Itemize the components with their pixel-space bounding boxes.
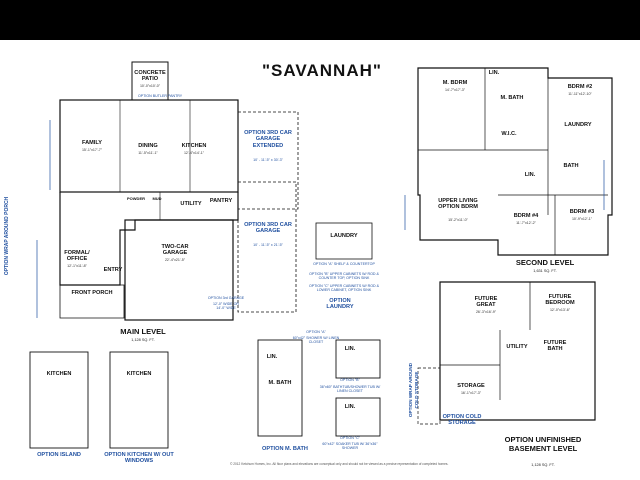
- wrap-porch-option: OPTION WRAP AROUND PORCH: [4, 196, 10, 276]
- family-label: FAMILY: [82, 140, 102, 146]
- wic-label: W.I.C.: [501, 131, 517, 137]
- mbath-lin-b: LIN.: [344, 346, 356, 352]
- mud-label: MUD: [152, 196, 162, 201]
- mbath-lin-c: LIN.: [344, 404, 356, 410]
- bath-label-2: BATH: [563, 163, 579, 169]
- third-garage-label: OPTION 3rd GARAGE: [207, 296, 245, 300]
- two-car-garage-dim: 22'-4"x21'-5": [164, 258, 186, 262]
- entry-label: ENTRY: [103, 267, 123, 273]
- laundry-label-2: LAUNDRY: [564, 122, 592, 128]
- basement-area: 1,128 SQ. FT.: [531, 463, 555, 467]
- main-level-caption: MAIN LEVEL: [120, 327, 166, 336]
- future-bedroom-label: FUTURE BEDROOM: [545, 294, 575, 306]
- laundry-option-note-b: OPTION "B" UPPER CABINETS W/ ROD & COUNT…: [309, 272, 379, 280]
- mbath-note-c: 60"x42" SOAKER TUB W/ 36"x36" SHOWER: [322, 442, 378, 450]
- dining-label: DINING: [138, 143, 158, 149]
- mbath-label-b: OPTION "B": [340, 378, 360, 382]
- m-bath-label: M. BATH: [500, 95, 524, 101]
- formal-office-dim: 12'-1"x11'-8": [67, 264, 87, 268]
- third-car-option: OPTION 3RD CAR GARAGE: [244, 222, 292, 235]
- lin-label: LIN.: [488, 70, 500, 76]
- concrete-patio-dim: 10'-0"x10'-0": [139, 84, 161, 88]
- bdrm2-label: BDRM #2: [567, 84, 593, 90]
- mbath-lin-a: LIN.: [266, 354, 278, 360]
- mbath-room-a: M. BATH: [268, 380, 292, 386]
- third-garage-dim: 12'-0" WIDE OR 14'-0" WIDE: [213, 302, 239, 310]
- wrap-cold-storage-option: OPTION WRAP AROUND COLD STORAGE: [408, 362, 420, 418]
- plan-title: "SAVANNAH": [262, 61, 382, 80]
- copyright-footer: © 2012 Ketchum Homes, Inc. All floor pla…: [230, 462, 449, 466]
- bdrm2-dim: 11'-11"x12'-10": [568, 92, 592, 96]
- utility-label: UTILITY: [180, 201, 202, 207]
- bdrm4-label: BDRM #4: [513, 213, 539, 219]
- cold-storage-option: OPTION COLD STORAGE: [442, 414, 482, 427]
- future-bath-label: FUTURE BATH: [543, 340, 567, 352]
- family-dim: 15'-1"x17'-7": [81, 148, 103, 152]
- m-bdrm-dim: 14'-7"x17'-3": [444, 88, 466, 92]
- upper-living-dim: 15'-2"x11'-0": [448, 218, 468, 222]
- pantry-label: PANTRY: [209, 198, 233, 204]
- butlers-pantry-option: OPTION BUTLER PANTRY: [138, 94, 183, 98]
- laundry-option-note-a: OPTION "A" SHELF & COUNTERTOP: [313, 262, 375, 266]
- bdrm3-label: BDRM #3: [569, 209, 595, 215]
- third-car-dim: 10' - 11'-5" x 21'-5": [253, 243, 283, 247]
- laundry-option-caption: OPTION LAUNDRY: [326, 298, 354, 311]
- kitchen-label: KITCHEN: [181, 143, 207, 149]
- laundry-option-room: LAUNDRY: [330, 233, 358, 239]
- option-island-kitchen: KITCHEN: [46, 371, 72, 377]
- mbath-label-c: OPTION "C": [340, 436, 360, 440]
- basement-caption: OPTION UNFINISHED BASEMENT LEVEL: [504, 435, 582, 453]
- two-car-garage-label: TWO-CAR GARAGE: [161, 244, 189, 256]
- second-level-caption: SECOND LEVEL: [515, 258, 575, 267]
- kitchen-dim: 12'-4"x14'-1": [183, 151, 205, 155]
- option-kitchen-caption: OPTION KITCHEN W/ OUT WINDOWS: [104, 452, 174, 465]
- option-mbath-caption: OPTION M. BATH: [262, 446, 308, 452]
- main-level-area: 1,128 SQ. FT.: [131, 338, 155, 342]
- storage-dim: 16'-1"x17'-3": [460, 391, 482, 395]
- lin2-label: LIN.: [524, 172, 536, 178]
- bdrm3-dim: 10'-9"x12'-1": [571, 217, 593, 221]
- bdrm4-dim: 11'-7"x12'-2": [516, 221, 536, 225]
- laundry-option-note-c: OPTION "C" UPPER CABINETS W/ ROD & LOWER…: [308, 284, 380, 292]
- storage-label: STORAGE: [457, 383, 485, 389]
- second-level-area: 1,631 SQ. FT.: [533, 269, 557, 273]
- future-bedroom-dim: 12'-0"x13'-6": [549, 308, 571, 312]
- option-island-caption: OPTION ISLAND: [37, 452, 81, 458]
- garage-extended-dim: 10' - 11'-5" x 30'-3": [253, 158, 283, 162]
- future-great-label: FUTURE GREAT: [474, 296, 498, 308]
- mbath-note-b: 36"x60" BATHTUB/SHOWER TUB W/ LINEN CLOS…: [319, 385, 381, 393]
- option-kitchen-room: KITCHEN: [126, 371, 152, 377]
- powder-label: POWDER: [127, 196, 145, 201]
- m-bdrm-label: M. BDRM: [442, 80, 468, 86]
- sheet-background: [0, 40, 640, 480]
- formal-office-label: FORMAL/ OFFICE: [64, 250, 90, 262]
- future-great-dim: 26'-3"x16'-9": [475, 310, 497, 314]
- front-porch-label: FRONT PORCH: [71, 290, 113, 296]
- basement-utility-label: UTILITY: [506, 344, 528, 350]
- mbath-note-a: 60"x42" SHOWER W/ LINEN CLOSET: [292, 336, 340, 344]
- upper-living-label: UPPER LIVING OPTION BDRM: [438, 198, 478, 210]
- mbath-label-a: OPTION "A": [306, 330, 326, 334]
- garage-extended-option: OPTION 3RD CAR GARAGE EXTENDED: [244, 130, 292, 149]
- concrete-patio-label: CONCRETE PATIO: [134, 70, 166, 82]
- dining-dim: 11'-5"x11'-1": [138, 151, 158, 155]
